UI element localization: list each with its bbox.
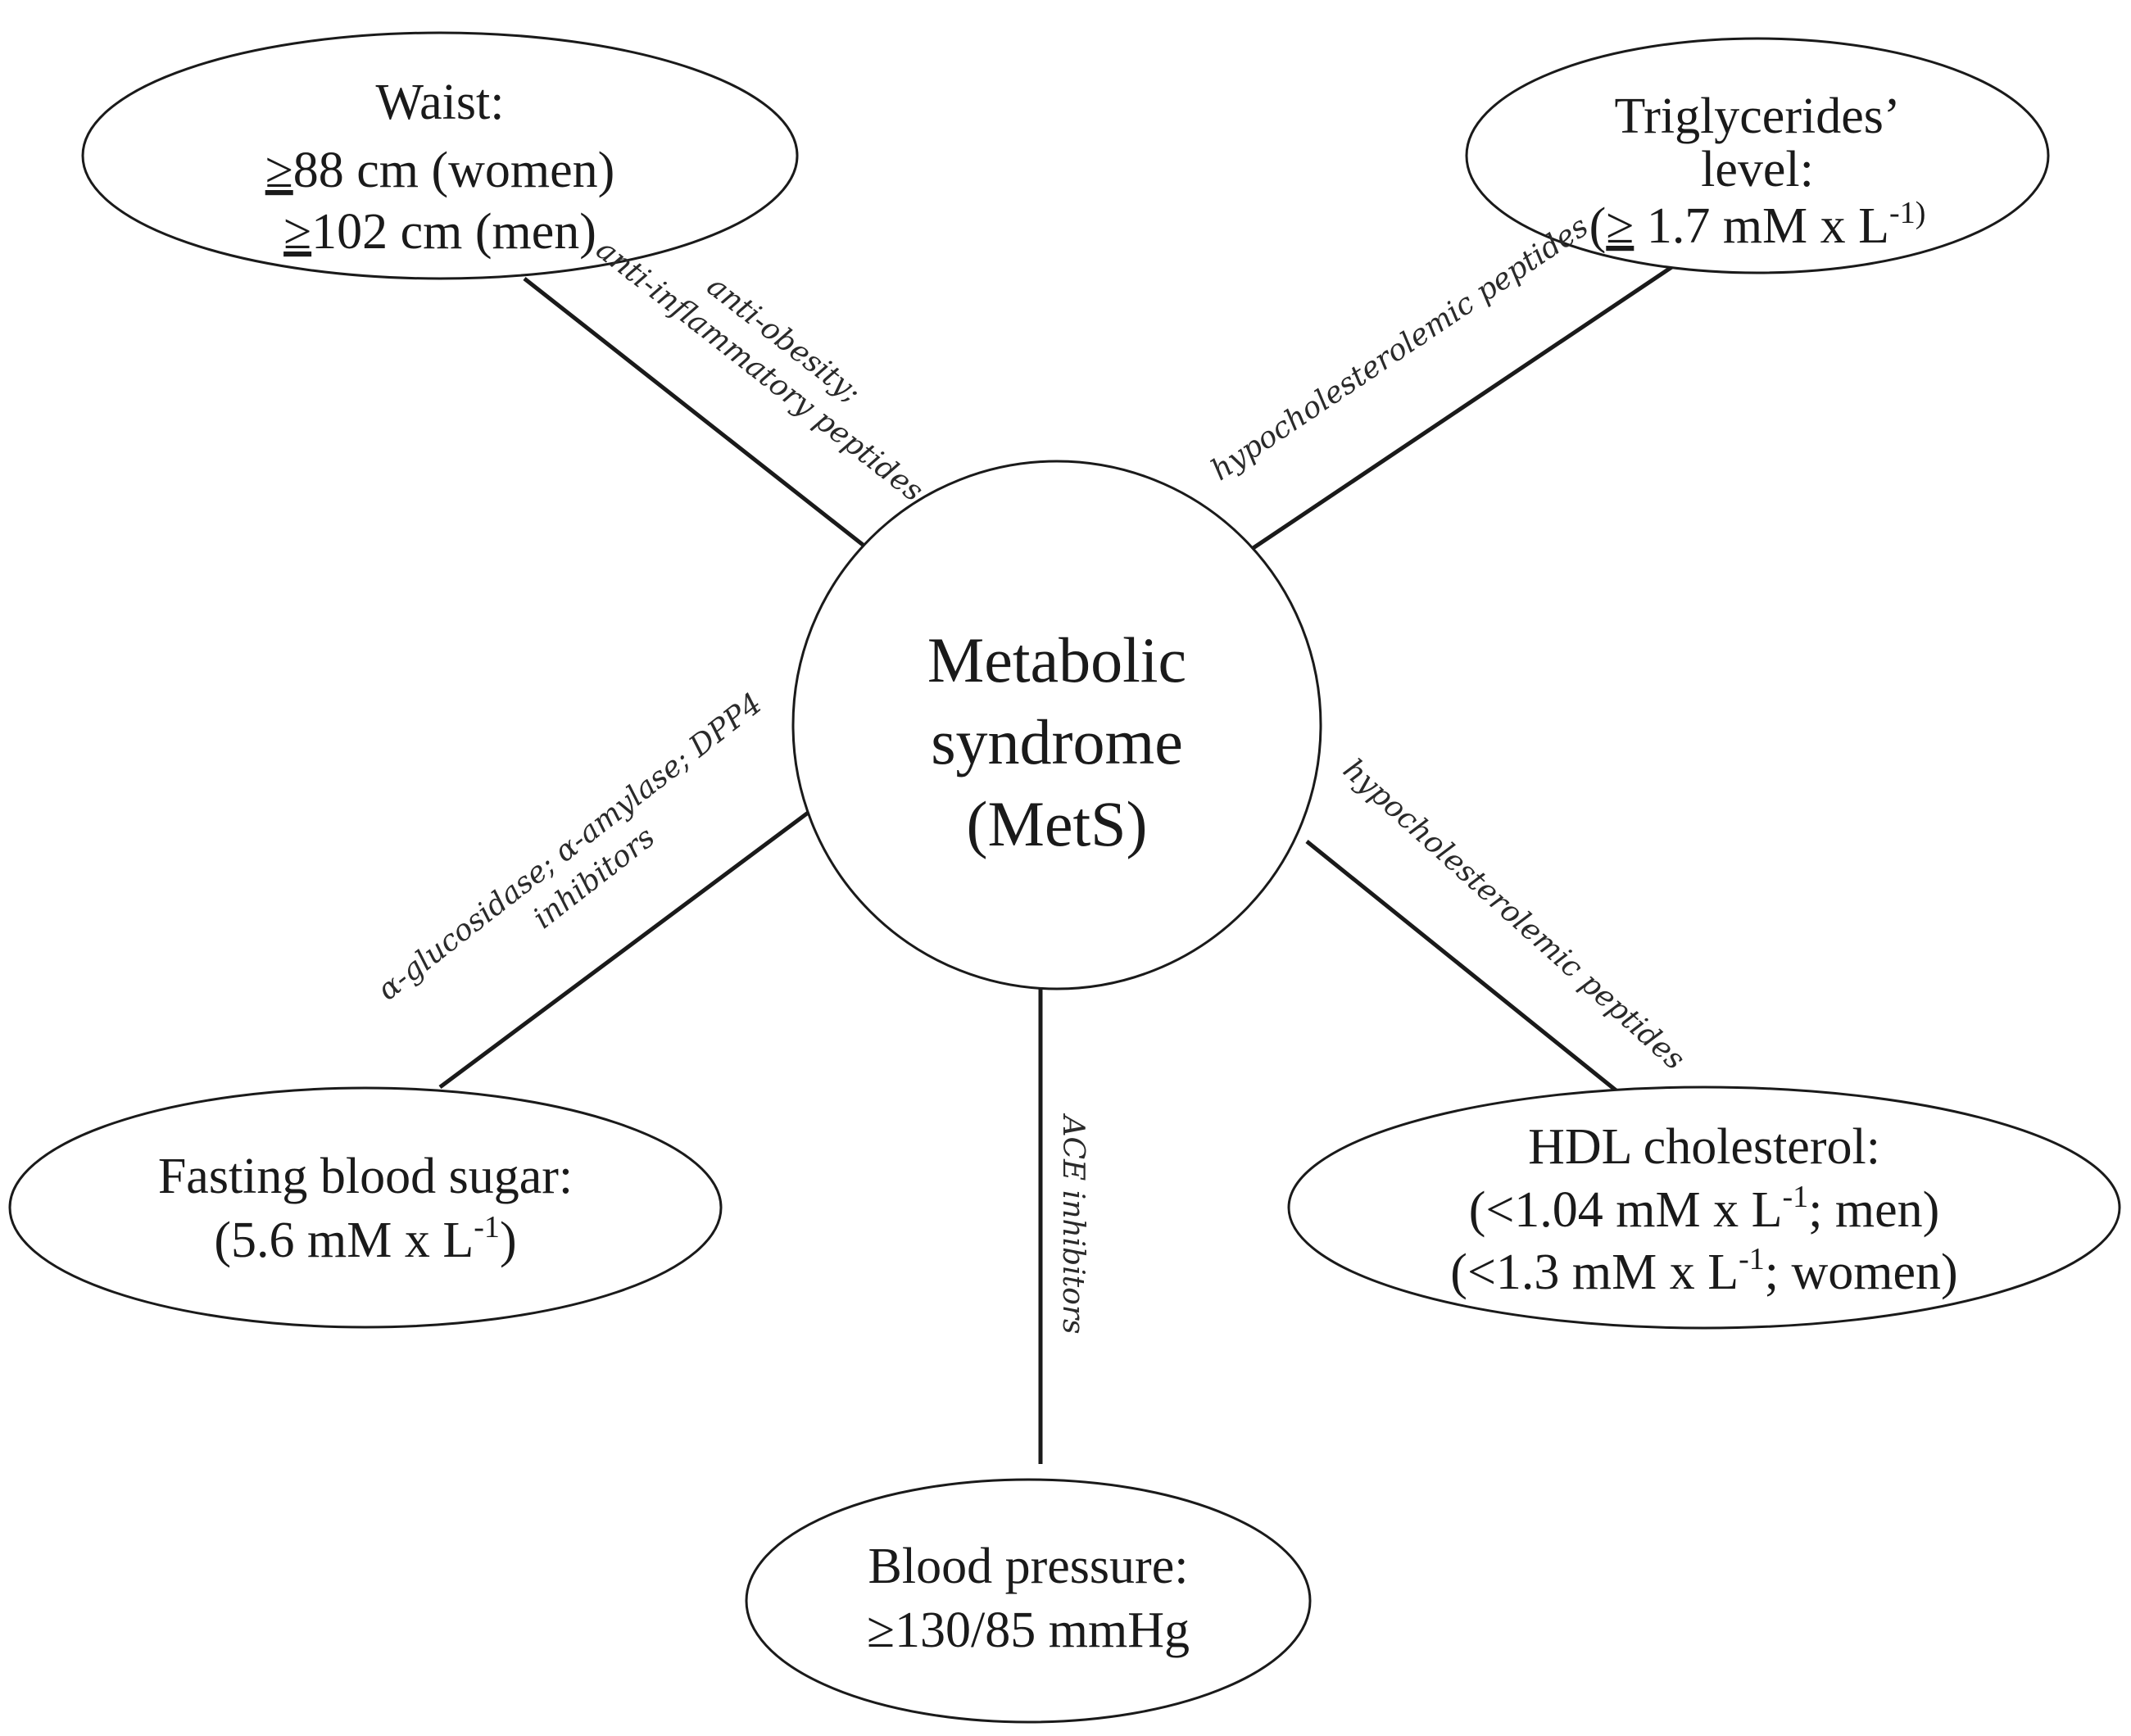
node-blood-pressure: Blood pressure: ≥130/85 mmHg	[745, 1478, 1312, 1724]
bp-threshold: ≥130/85 mmHg	[867, 1602, 1190, 1658]
triglycerides-subtitle: level:	[1701, 142, 1814, 197]
hdl-women-threshold: (<1.3 mM x L-1; women)	[1450, 1242, 1957, 1300]
svg-text:hypocholesterolemic peptides: hypocholesterolemic peptides	[1336, 753, 1691, 1077]
node-fasting-blood-sugar: Fasting blood sugar: (5.6 mM x L-1)	[8, 1086, 723, 1329]
edge-label-bp: ACE inhibitors	[1056, 1113, 1090, 1334]
fasting-threshold: (5.6 mM x L-1)	[214, 1210, 516, 1268]
bp-title: Blood pressure:	[868, 1539, 1189, 1594]
node-triglycerides: Triglycerides’ level: (≥ 1.7 mM x L-1)	[1465, 37, 2050, 274]
center-node-metabolic-syndrome: Metabolic syndrome (MetS)	[791, 460, 1322, 990]
node-waist: Waist: ≥88 cm (women) ≥102 cm (men)	[81, 31, 799, 280]
connector-fasting	[438, 799, 825, 1090]
hdl-title: HDL cholesterol:	[1528, 1119, 1880, 1175]
edge-label-hdl: hypocholesterolemic peptides	[1336, 753, 1691, 1077]
center-line-1: Metabolic	[927, 624, 1186, 696]
edge-label-fasting: α-glucosidase; α-amylase; DPP4 inhibitor…	[371, 687, 769, 1007]
fasting-title: Fasting blood sugar:	[158, 1149, 573, 1204]
hdl-men-threshold: (<1.04 mM x L-1; men)	[1469, 1180, 1940, 1238]
svg-text:ACE inhibitors: ACE inhibitors	[1056, 1113, 1090, 1334]
edge-label-triglycerides: hypocholesterolemic peptides	[1205, 210, 1594, 487]
connector-hdl	[1305, 840, 1620, 1094]
waist-women-threshold: ≥88 cm (women)	[265, 143, 615, 198]
waist-men-threshold: ≥102 cm (men)	[283, 204, 596, 260]
center-line-2: syndrome	[931, 706, 1183, 777]
svg-text:hypocholesterolemic peptides: hypocholesterolemic peptides	[1205, 210, 1594, 487]
waist-title: Waist:	[376, 75, 505, 130]
edge-label-fasting-line-1: α-glucosidase; α-amylase; DPP4	[371, 687, 769, 1007]
center-line-3: (MetS)	[967, 788, 1148, 859]
triglycerides-title: Triglycerides’	[1615, 88, 1901, 144]
connector-waist	[523, 277, 891, 567]
connector-triglycerides	[1248, 262, 1677, 553]
triglycerides-threshold: (≥ 1.7 mM x L-1)	[1589, 196, 1926, 254]
node-hdl-cholesterol: HDL cholesterol: (<1.04 mM x L-1; men) (…	[1287, 1086, 2121, 1330]
